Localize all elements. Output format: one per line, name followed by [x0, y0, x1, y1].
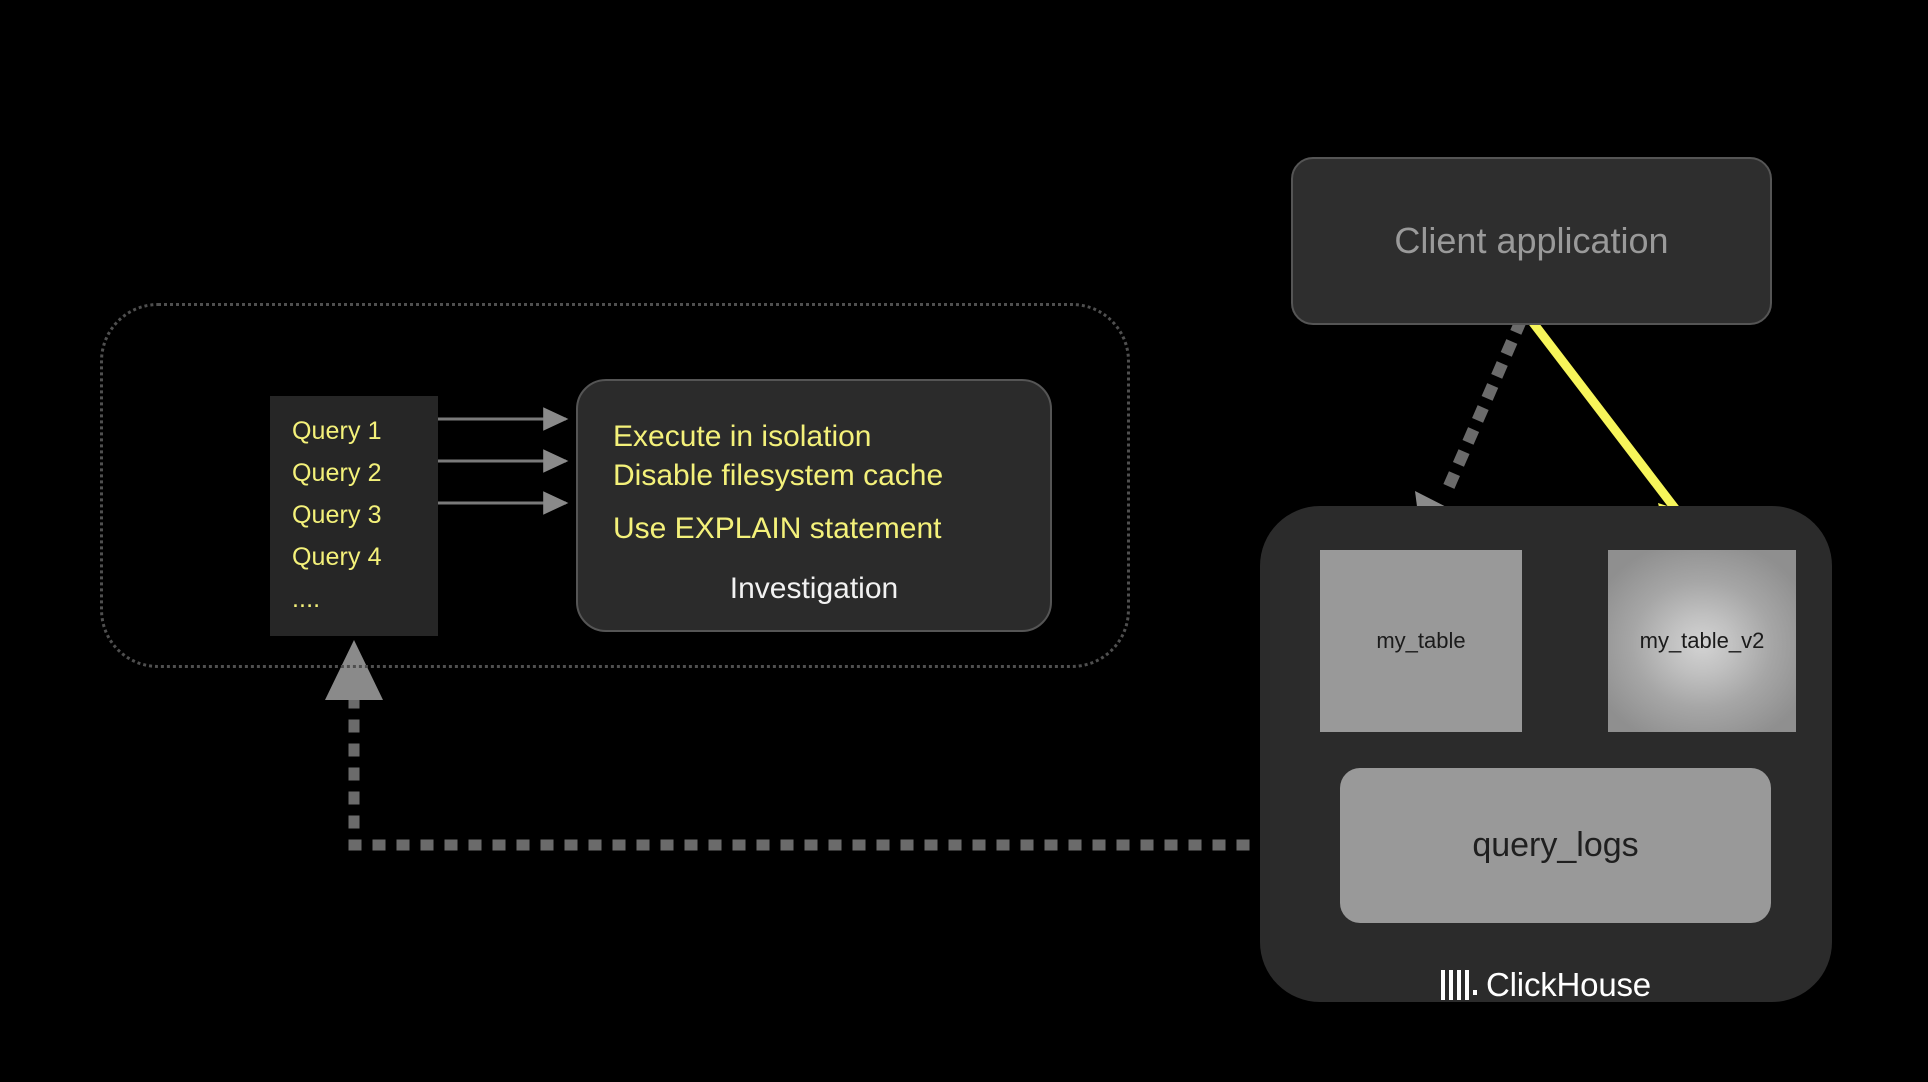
- table-my-table-v2-label: my_table_v2: [1639, 628, 1765, 653]
- clickhouse-bars-icon: [1441, 970, 1478, 1000]
- investigation-region-outline: [100, 303, 1130, 668]
- spacer: [613, 495, 1050, 509]
- arrow-client-to-my-table-v2: [1527, 317, 1694, 531]
- list-item[interactable]: Query 2: [292, 459, 382, 487]
- query-list-panel: Query 1 Query 2 Query 3 Query 4 ....: [270, 396, 438, 636]
- list-item[interactable]: Query 1: [292, 417, 382, 445]
- clickhouse-logo: ClickHouse: [1260, 960, 1832, 1010]
- table-query-logs[interactable]: query_logs: [1340, 768, 1771, 923]
- table-my-table-v2[interactable]: my_table_v2: [1608, 550, 1796, 732]
- table-my-table[interactable]: my_table: [1320, 550, 1522, 732]
- list-item[interactable]: Query 3: [292, 501, 382, 529]
- table-query-logs-label: query_logs: [1472, 826, 1639, 864]
- investigation-panel: Execute in isolation Disable filesystem …: [576, 379, 1052, 632]
- investigation-step-2: Disable filesystem cache: [613, 459, 944, 492]
- clickhouse-wordmark: ClickHouse: [1486, 966, 1651, 1003]
- path-query-logs-to-query-list: [348, 679, 1346, 851]
- client-application-box: Client application: [1291, 157, 1772, 325]
- list-item[interactable]: Query 4: [292, 543, 382, 571]
- investigation-step-3: Use EXPLAIN statement: [613, 512, 942, 545]
- client-application-label: Client application: [1394, 220, 1669, 261]
- investigation-panel-title: Investigation: [729, 572, 899, 605]
- investigation-step-1: Execute in isolation: [613, 420, 872, 453]
- table-my-table-label: my_table: [1376, 628, 1466, 653]
- arrow-client-to-my-table: [1435, 317, 1527, 508]
- list-item[interactable]: ....: [292, 585, 321, 613]
